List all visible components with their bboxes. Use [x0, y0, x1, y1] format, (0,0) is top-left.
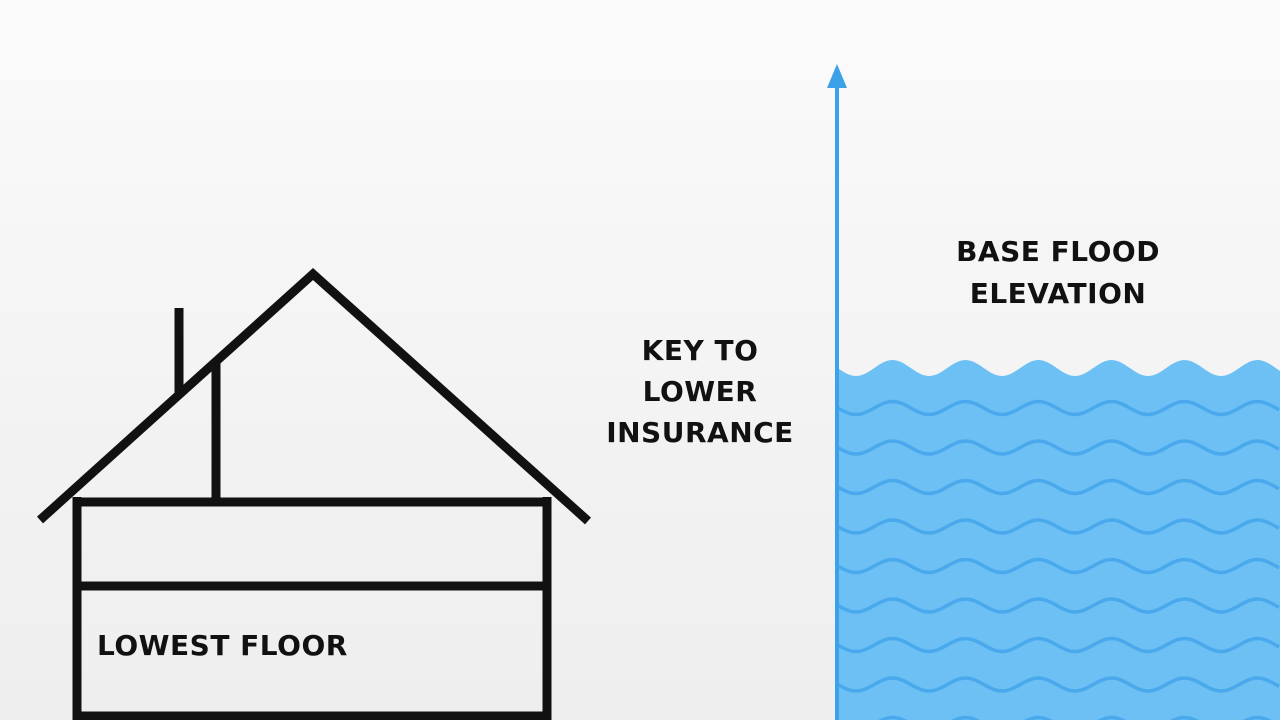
- lowest-floor-text: LOWEST FLOOR: [97, 629, 348, 662]
- bfe-label-line-2: ELEVATION: [969, 277, 1147, 310]
- up-arrow-head: [827, 64, 847, 88]
- key-to-lower-insurance-label: KEY TO LOWER INSURANCE: [600, 330, 800, 453]
- flood-water-body: [838, 360, 1280, 720]
- key-label-line-2: LOWER: [642, 375, 758, 408]
- flood-water-wave-line: [837, 439, 1280, 456]
- lowest-floor-label: LOWEST FLOOR: [97, 625, 348, 666]
- base-flood-elevation-label: BASE FLOOD ELEVATION: [948, 231, 1168, 315]
- flood-water-wave-line: [837, 557, 1280, 575]
- bfe-label-line-1: BASE FLOOD: [956, 235, 1160, 268]
- flood-water-waves: [837, 399, 1280, 720]
- flood-water-icon: [837, 360, 1280, 720]
- flood-water-wave-line: [837, 676, 1280, 693]
- key-label-line-3: INSURANCE: [606, 416, 794, 449]
- flood-water-wave-line: [837, 518, 1280, 535]
- flood-water-wave-line: [837, 399, 1280, 417]
- flood-water-wave-line: [837, 478, 1280, 496]
- key-label-line-1: KEY TO: [641, 334, 759, 367]
- up-arrow-icon: [827, 64, 847, 720]
- house-roof: [36, 267, 592, 525]
- house-outline-icon: [36, 267, 592, 720]
- flood-water-wave-line: [837, 636, 1280, 654]
- flood-water-wave-line: [837, 597, 1280, 614]
